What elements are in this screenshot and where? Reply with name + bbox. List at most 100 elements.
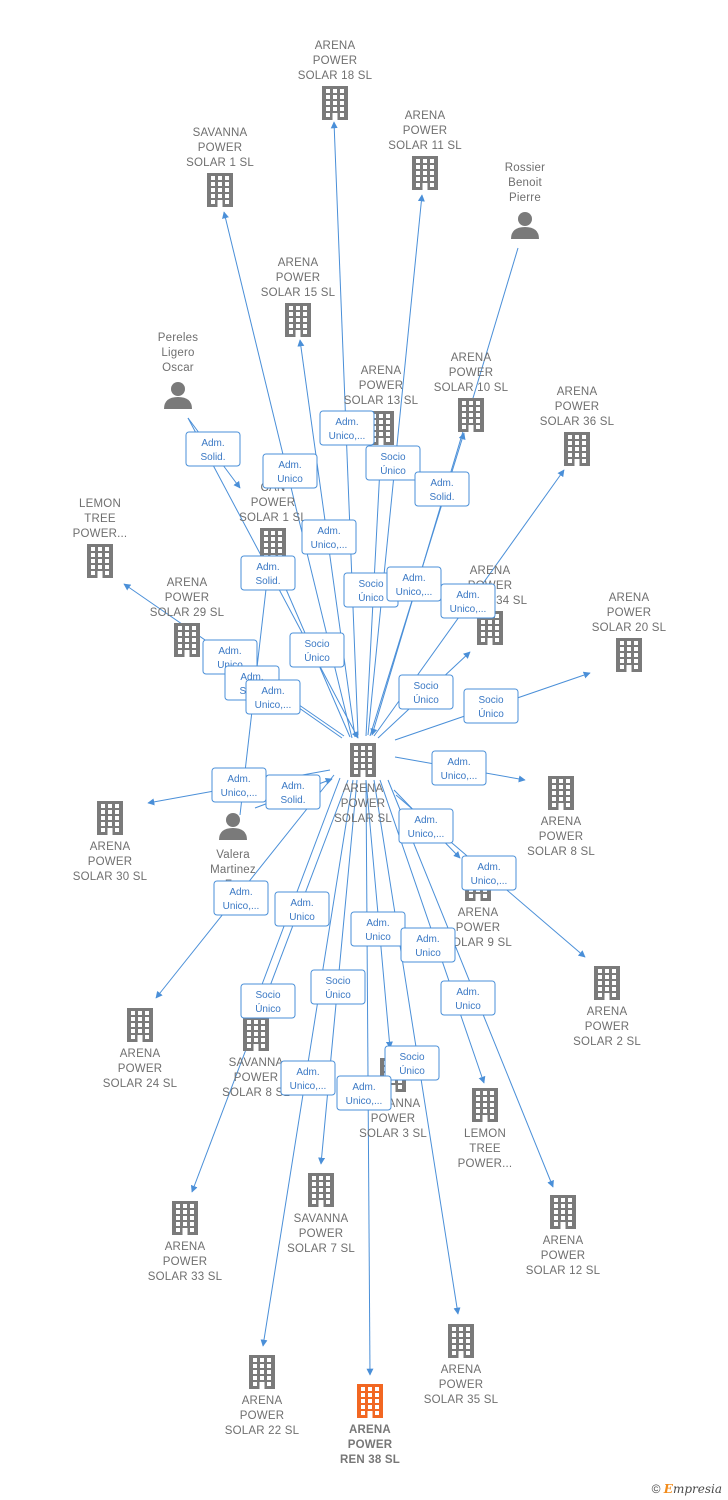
node-label-line: TREE (84, 513, 116, 525)
edge-label[interactable]: Adm.Unico,... (386, 566, 442, 602)
node-label-line: POWER (585, 1021, 629, 1033)
edge-label-line: Socio (478, 695, 503, 706)
node-label-line: ARENA (543, 1235, 584, 1247)
edge-label-line: Adm. (456, 590, 479, 601)
node-lemon2[interactable]: LEMONTREEPOWER... (458, 1088, 513, 1170)
copyright-symbol: © (651, 1482, 661, 1496)
edge-label[interactable]: Adm.Unico,... (398, 808, 454, 844)
node-label-line: ARENA (167, 577, 208, 589)
footer-brand[interactable]: © Empresia (652, 1482, 722, 1496)
node-label-line: SAVANNA (229, 1057, 284, 1069)
node-label-line: SOLAR 33 SL (148, 1271, 223, 1283)
edge-label-line: Solid. (200, 452, 225, 463)
edge-label[interactable]: Adm.Unico (440, 980, 496, 1016)
node-lemon1[interactable]: LEMONTREEPOWER... (73, 498, 128, 578)
edge-label[interactable]: Adm.Unico,... (461, 855, 517, 891)
edge-label[interactable]: Adm.Unico (350, 911, 406, 947)
edge-label-line: Único (255, 1002, 281, 1015)
building-icon (448, 1324, 474, 1358)
node-label-line: ARENA (278, 257, 319, 269)
node-label-line: ARENA (90, 841, 131, 853)
building-icon (594, 966, 620, 1000)
node-label-line: POWER... (73, 528, 128, 540)
node-label-line: Martinez (210, 864, 256, 876)
edge-label[interactable]: Adm.Solid. (265, 774, 321, 810)
edge-label-line: Unico (277, 474, 303, 485)
edge-label-line: Adm. (477, 862, 500, 873)
edge-label-line: Unico (415, 948, 441, 959)
edge-label[interactable]: Adm.Unico (400, 927, 456, 963)
edge-label[interactable]: Adm.Unico,... (336, 1075, 392, 1111)
edge-label[interactable]: Adm. Unico,... (440, 583, 496, 619)
node-label-line: POWER (403, 125, 447, 137)
edge-label-line: Adm. (414, 815, 437, 826)
node-label-line: SOLAR 1 SL (239, 512, 307, 524)
edge-label-line: Adm. (402, 573, 425, 584)
edge-label-line: Unico,... (329, 431, 366, 442)
building-icon (207, 173, 233, 207)
edge-label[interactable]: Adm.Unico,... (245, 679, 301, 715)
edge-label-line: Unico,... (450, 604, 487, 615)
building-icon (616, 638, 642, 672)
node-label-line: SOLAR 22 SL (225, 1425, 300, 1437)
edge-label[interactable]: Adm.Solid. (240, 555, 296, 591)
edge-label-line: Unico,... (255, 700, 292, 711)
edge-label[interactable]: Adm.Unico,... (431, 750, 487, 786)
edge-label[interactable]: Adm.Unico,... (319, 410, 375, 446)
node-valera[interactable]: ValeraMartinezF... (210, 813, 256, 891)
node-label-line: SOLAR 12 SL (526, 1265, 601, 1277)
node-label-line: ARENA (165, 1241, 206, 1253)
node-label-line: Pierre (509, 192, 541, 204)
edge-label[interactable]: Adm.Solid. (185, 431, 241, 467)
node-label-line: SOLAR 7 SL (287, 1243, 355, 1255)
edge-label[interactable]: Adm. Unico (262, 453, 318, 489)
edge-label[interactable]: Adm.Unico,... (280, 1060, 336, 1096)
person-icon (511, 212, 539, 239)
edge-label-line: Único (413, 693, 439, 706)
edge-label[interactable]: Adm.Unico,... (213, 880, 269, 916)
node-can1[interactable]: CANPOWERSOLAR 1 SL (239, 482, 307, 562)
node-label-line: SOLAR 13 SL (344, 395, 419, 407)
building-icon (472, 1088, 498, 1122)
edge-label-line: Adm. (456, 987, 479, 998)
edge-label[interactable]: Adm.Unico,... (301, 519, 357, 555)
edge-label[interactable]: Adm.Unico (274, 891, 330, 927)
edge-label[interactable]: Adm.Unico,... (211, 767, 267, 803)
edge-label-line: Socio (413, 681, 438, 692)
edge-label-line: Unico,... (311, 540, 348, 551)
edge-label-line: Unico,... (221, 788, 258, 799)
edge-label[interactable]: Adm.Solid. (414, 471, 470, 507)
node-label-line: SOLAR 30 SL (73, 871, 148, 883)
edge-label-line: Adm. (278, 460, 301, 471)
